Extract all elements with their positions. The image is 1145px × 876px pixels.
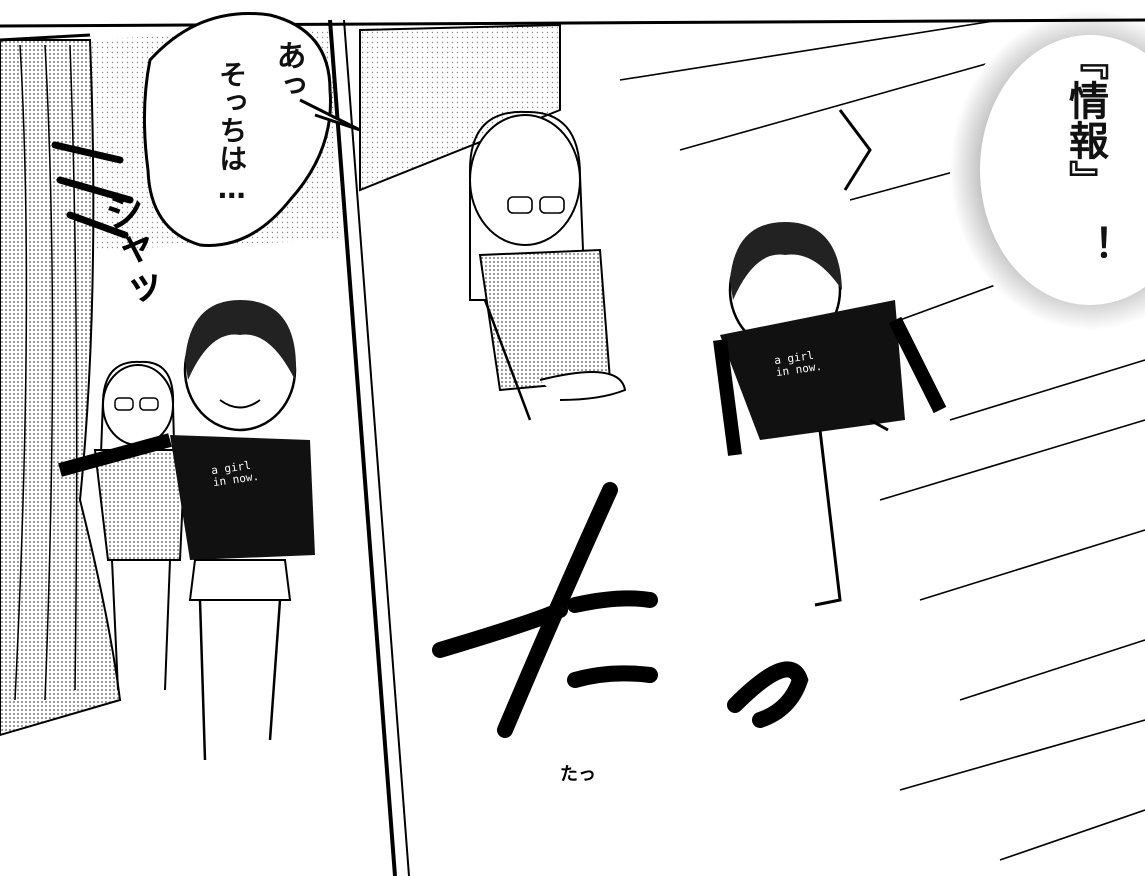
right-panel xyxy=(345,10,1145,876)
speech-text-left-2: そっちは… xyxy=(215,60,249,205)
ta-sfx: たっ xyxy=(560,764,596,785)
ta-sfx-strokes xyxy=(432,482,809,738)
shaa-sfx-lines xyxy=(51,141,134,239)
boy-black-shirt-running xyxy=(713,109,947,607)
speech-text-left-1: あっ xyxy=(270,40,306,100)
burst-text-2: ！ xyxy=(1068,225,1114,265)
girl-with-glasses-sitting xyxy=(469,110,627,421)
boy-black-shirt-left xyxy=(58,300,315,761)
burst-text-1: 『情報』 xyxy=(1062,40,1108,200)
thought-burst xyxy=(950,10,1145,330)
speech-balloon xyxy=(142,11,361,247)
